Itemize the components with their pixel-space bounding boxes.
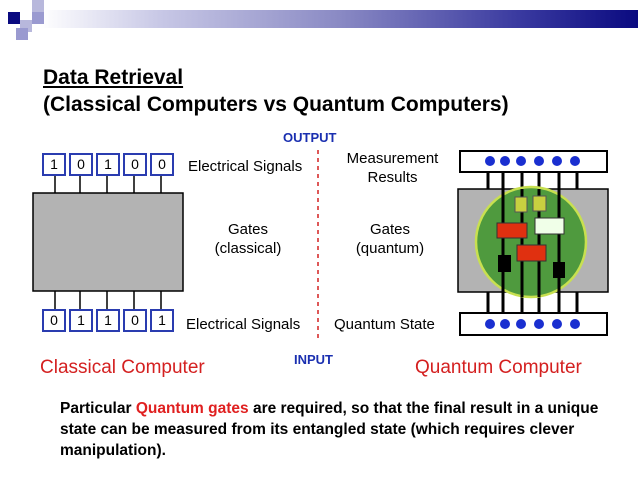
entanglement-circle [474,185,588,299]
quantum-output-sublabel: Results [367,169,418,186]
caption-text: are required, so that the final result i… [60,400,599,459]
output-bit: 0 [150,153,174,176]
input-bit: 1 [150,309,174,332]
quantum-gate [498,255,511,272]
decor-square [16,28,28,40]
quantum-gate [496,222,528,239]
qubit-dots [485,156,580,329]
classical-computer-heading: Classical Computer [40,357,205,378]
input-bit: 0 [123,309,147,332]
quantum-gate [514,196,528,213]
classical-output-label: Electrical Signals [188,158,303,175]
quantum-output-label: Measurement [346,150,439,167]
input-bit: 1 [69,309,93,332]
quantum-gates-sublabel: (quantum) [355,240,425,257]
quantum-computer-heading: Quantum Computer [415,357,582,378]
quantum-gate [553,262,565,278]
output-bit: 1 [96,153,120,176]
slide-title: Data Retrieval [43,66,184,89]
classical-input-label: Electrical Signals [186,316,301,333]
classical-gates-label: Gates [227,221,269,238]
output-label: OUTPUT [283,130,337,145]
caption: Particular Quantum gates are required, s… [60,398,620,461]
quantum-state-register [459,312,608,336]
slide-subtitle: (Classical Computers vs Quantum Computer… [43,93,509,116]
quantum-gate [534,217,565,235]
measurement-register [459,150,608,173]
classical-wires [54,176,162,309]
quantum-gates-label: Gates [369,221,411,238]
decor-square [8,12,20,24]
classical-gates-box [32,192,184,292]
output-bit: 0 [69,153,93,176]
input-label: INPUT [294,352,333,367]
caption-highlight: Quantum gates [135,400,249,417]
quantum-gate [516,244,547,262]
output-bit: 1 [42,153,66,176]
quantum-gate [532,195,547,212]
quantum-input-label: Quantum State [334,316,435,333]
caption-text: Particular [60,400,136,417]
output-bit: 0 [123,153,147,176]
input-bit: 1 [96,309,120,332]
header-banner [40,10,638,28]
decor-square [32,0,44,12]
decor-square [32,12,44,24]
input-bit: 0 [42,309,66,332]
classical-gates-sublabel: (classical) [214,240,282,257]
